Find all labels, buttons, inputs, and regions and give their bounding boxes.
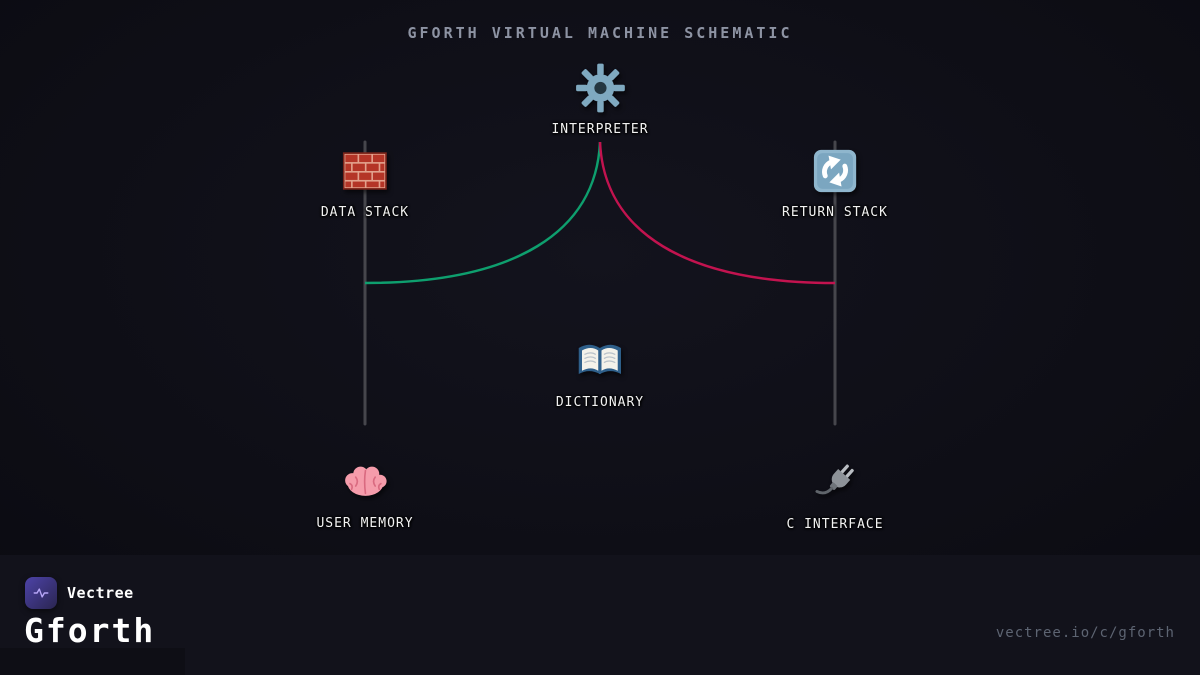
- node-label: INTERPRETER: [551, 122, 649, 137]
- node-label: USER MEMORY: [316, 516, 414, 531]
- node-label: DICTIONARY: [555, 395, 645, 410]
- vectree-logo: [25, 577, 57, 609]
- product-title: Gforth: [24, 611, 156, 650]
- node-label: DATA STACK: [320, 205, 410, 220]
- wave-icon: [33, 588, 49, 598]
- brain-icon: [339, 456, 391, 508]
- brand-block: Vectree: [25, 577, 134, 609]
- footer-shade: [0, 648, 185, 675]
- interpreter-return-edge: [598, 141, 836, 285]
- node-label: RETURN STACK: [782, 205, 888, 220]
- node-c-interface: C INTERFACE: [786, 457, 883, 532]
- open-book-icon: [574, 335, 626, 387]
- brand-name: Vectree: [67, 584, 134, 602]
- node-data-stack: DATA STACK: [321, 145, 409, 220]
- node-label: C INTERFACE: [786, 517, 884, 532]
- brick-wall-icon: [339, 145, 391, 197]
- node-return-stack: RETURN STACK: [782, 145, 888, 220]
- footer-url: vectree.io/c/gforth: [995, 625, 1175, 641]
- node-user-memory: USER MEMORY: [316, 456, 413, 531]
- node-dictionary: DICTIONARY: [556, 335, 644, 410]
- gear-icon: [574, 62, 626, 114]
- interpreter-data-edge: [364, 141, 602, 285]
- plug-icon: [809, 457, 861, 509]
- node-interpreter: INTERPRETER: [551, 62, 648, 137]
- return-arrows-icon: [809, 145, 861, 197]
- schematic-title: GFORTH VIRTUAL MACHINE SCHEMATIC: [407, 24, 793, 42]
- footer-bar: Vectree Gforth vectree.io/c/gforth: [0, 555, 1200, 675]
